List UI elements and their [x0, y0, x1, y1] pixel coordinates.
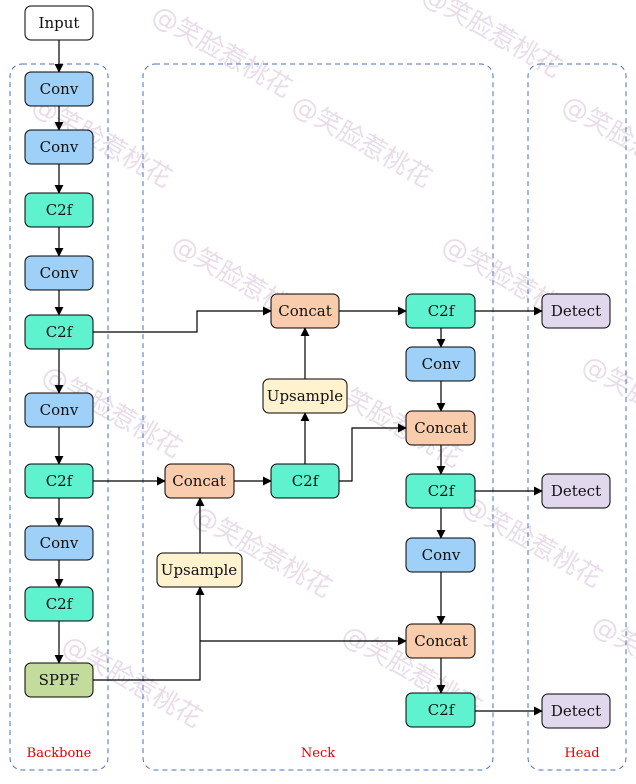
node-label: Concat — [414, 632, 468, 650]
node-label: Concat — [278, 302, 332, 320]
node-label: C2f — [46, 323, 74, 341]
node-label: Conv — [422, 546, 461, 564]
watermark: @笑脸惹桃花 — [287, 90, 437, 194]
node-label: Upsample — [267, 387, 344, 405]
backbone-conv-4: Conv — [24, 392, 94, 428]
watermark: @笑脸惹桃花 — [577, 350, 636, 454]
node-label: C2f — [428, 701, 456, 719]
neck-concat-2: Concat — [164, 463, 235, 499]
neck-upsample-1: Upsample — [262, 378, 348, 414]
neck-concat-4: Concat — [405, 623, 476, 659]
node-label: Conv — [40, 401, 79, 419]
node-label: Detect — [551, 302, 601, 320]
node-label: Conv — [422, 355, 461, 373]
backbone-c2f-1: C2f — [24, 192, 94, 228]
node-label: C2f — [428, 302, 456, 320]
neck-c2f-3: C2f — [405, 473, 476, 509]
watermark: @笑脸惹桃花 — [187, 500, 337, 604]
head-detect-3: Detect — [541, 693, 611, 729]
node-label: Concat — [414, 419, 468, 437]
neck-conv-1: Conv — [405, 346, 476, 382]
node-label: Upsample — [161, 561, 238, 579]
backbone-conv-1: Conv — [24, 71, 94, 107]
node-label: C2f — [46, 201, 74, 219]
neck-upsample-2: Upsample — [156, 552, 243, 588]
head-detect-1: Detect — [541, 293, 611, 329]
node-label: Concat — [172, 472, 226, 490]
backbone-c2f-3: C2f — [24, 463, 94, 499]
input-node: Input — [24, 5, 94, 41]
watermark: @笑脸惹桃花 — [147, 0, 297, 104]
neck-conv-2: Conv — [405, 537, 476, 573]
node-label: Conv — [40, 138, 79, 156]
backbone-sppf: SPPF — [24, 662, 94, 698]
backbone-label: Backbone — [27, 746, 92, 761]
node-label: Conv — [40, 534, 79, 552]
watermark: @笑脸惹桃花 — [557, 90, 636, 194]
node-label: C2f — [46, 595, 74, 613]
head-label: Head — [564, 746, 599, 761]
head-region — [527, 63, 627, 771]
input-label: Input — [39, 14, 80, 32]
connectors — [54, 40, 543, 716]
backbone-conv-5: Conv — [24, 525, 94, 561]
neck-c2f-4: C2f — [405, 692, 476, 728]
node-label: SPPF — [39, 671, 80, 689]
backbone-c2f-4: C2f — [24, 586, 94, 622]
backbone-conv-3: Conv — [24, 255, 94, 291]
backbone-conv-2: Conv — [24, 129, 94, 165]
neck-c2f-2: C2f — [405, 293, 476, 329]
node-label: Detect — [551, 702, 601, 720]
node-label: Conv — [40, 264, 79, 282]
neck-concat-3: Concat — [405, 410, 476, 446]
neck-concat-1: Concat — [270, 293, 340, 329]
watermark: @笑脸惹桃花 — [417, 0, 567, 84]
node-label: C2f — [46, 472, 74, 490]
node-label: Detect — [551, 482, 601, 500]
head-detect-2: Detect — [541, 473, 611, 509]
node-label: C2f — [428, 482, 456, 500]
watermark-layer: @笑脸惹桃花 @笑脸惹桃花 @笑脸惹桃花 @笑脸惹桃花 @笑脸惹桃花 @笑脸惹桃… — [27, 0, 636, 734]
node-label: C2f — [292, 472, 320, 490]
neck-label: Neck — [301, 746, 335, 761]
neck-region — [142, 63, 494, 771]
backbone-c2f-2: C2f — [24, 314, 94, 350]
neck-c2f-1: C2f — [270, 463, 340, 499]
node-label: Conv — [40, 80, 79, 98]
